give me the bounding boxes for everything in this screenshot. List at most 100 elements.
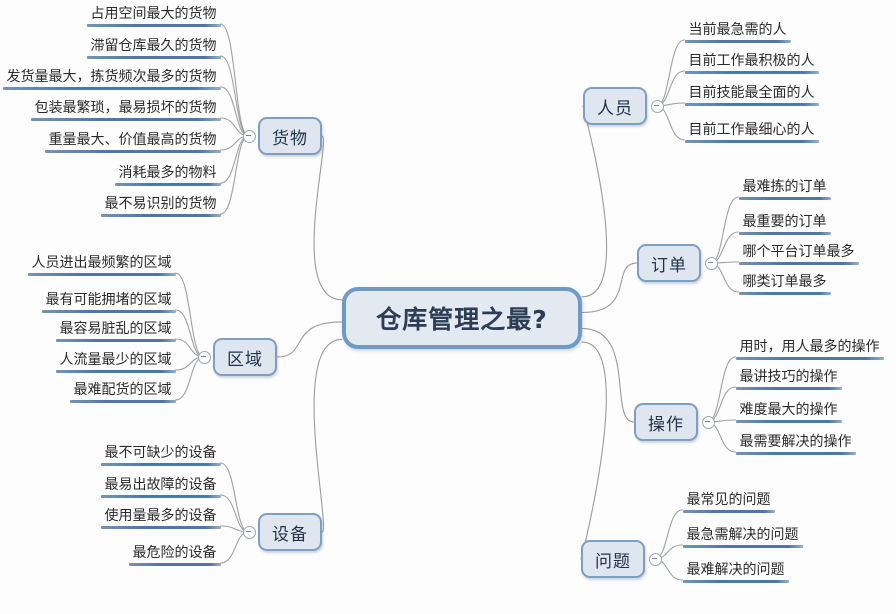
leaf-node[interactable]: 最讲技巧的操作 (735, 369, 842, 390)
leaf-node[interactable]: 最重要的订单 (738, 214, 831, 235)
leaf-underline (2, 87, 221, 90)
leaf-underline (682, 580, 789, 583)
central-topic-label: 仓库管理之最? (376, 305, 548, 334)
leaf-node[interactable]: 滞留仓库最久的货物 (86, 38, 221, 59)
leaf-node-label: 目前技能最全面的人 (688, 85, 815, 101)
branch-node-label: 操作 (648, 414, 684, 435)
leaf-underline (684, 71, 819, 74)
leaf-underline (69, 400, 176, 403)
leaf-underline (100, 214, 221, 217)
leaf-node-label: 最危险的设备 (132, 545, 217, 561)
leaf-underline (55, 370, 176, 373)
leaf-node-label: 最难配货的区域 (73, 382, 172, 398)
leaf-underline (100, 495, 221, 498)
leaf-underline (735, 452, 856, 455)
leaf-node[interactable]: 发货量最大，拣货频次最多的货物 (2, 69, 221, 90)
leaf-node[interactable]: 最不可缺少的设备 (100, 445, 221, 466)
leaf-underline (735, 357, 884, 360)
leaf-node-label: 使用量最多的设备 (104, 508, 217, 524)
collapse-minus-icon[interactable] (651, 100, 664, 113)
branch-node-equipment[interactable]: 设备 (258, 513, 322, 551)
leaf-node[interactable]: 难度最大的操作 (735, 402, 842, 423)
leaf-node-label: 最难解决的问题 (686, 562, 785, 578)
leaf-underline (738, 197, 831, 200)
leaf-node[interactable]: 最难拣的订单 (738, 179, 831, 200)
branch-node-label: 人员 (597, 98, 633, 119)
branch-node-operation[interactable]: 操作 (634, 403, 698, 441)
leaf-underline (114, 183, 221, 186)
collapse-minus-icon[interactable] (243, 130, 256, 143)
leaf-underline (684, 103, 819, 106)
leaf-node-label: 人员进出最频繁的区域 (31, 255, 172, 271)
leaf-node[interactable]: 最易出故障的设备 (100, 477, 221, 498)
leaf-node[interactable]: 最常见的问题 (682, 492, 775, 513)
leaf-underline (735, 387, 842, 390)
leaf-node[interactable]: 最危险的设备 (128, 545, 221, 566)
branch-node-label: 订单 (651, 255, 687, 276)
leaf-node[interactable]: 人流量最少的区域 (55, 352, 176, 373)
leaf-underline (684, 140, 819, 143)
leaf-node[interactable]: 最有可能拥堵的区域 (41, 292, 176, 313)
leaf-node-label: 最难拣的订单 (742, 179, 827, 195)
collapse-minus-icon[interactable] (649, 553, 662, 566)
branch-node-label: 问题 (595, 551, 631, 572)
leaf-underline (682, 510, 775, 513)
leaf-node[interactable]: 最难配货的区域 (69, 382, 176, 403)
leaf-underline (86, 56, 221, 59)
leaf-underline (738, 292, 831, 295)
branch-node-personnel[interactable]: 人员 (583, 87, 647, 125)
leaf-underline (27, 273, 176, 276)
leaf-node[interactable]: 最需要解决的操作 (735, 434, 856, 455)
leaf-node[interactable]: 用时，用人最多的操作 (735, 339, 884, 360)
leaf-underline (44, 150, 221, 153)
branch-node-order[interactable]: 订单 (637, 244, 701, 282)
leaf-underline (128, 563, 221, 566)
leaf-node-label: 当前最急需的人 (688, 22, 787, 38)
leaf-underline (41, 310, 176, 313)
leaf-node[interactable]: 目前技能最全面的人 (684, 85, 819, 106)
leaf-node[interactable]: 最容易脏乱的区域 (55, 321, 176, 342)
leaf-underline (735, 420, 842, 423)
collapse-minus-icon[interactable] (198, 351, 211, 364)
leaf-node-label: 最需要解决的操作 (739, 434, 852, 450)
leaf-node-label: 难度最大的操作 (739, 402, 838, 418)
leaf-node-label: 人流量最少的区域 (59, 352, 172, 368)
leaf-node-label: 滞留仓库最久的货物 (90, 38, 217, 54)
leaf-node[interactable]: 重量最大、价值最高的货物 (44, 132, 221, 153)
leaf-node[interactable]: 最不易识别的货物 (100, 196, 221, 217)
collapse-minus-icon[interactable] (243, 526, 256, 539)
leaf-node-label: 最常见的问题 (686, 492, 771, 508)
leaf-node-label: 重量最大、价值最高的货物 (48, 132, 217, 148)
branch-node-goods[interactable]: 货物 (258, 117, 322, 155)
collapse-minus-icon[interactable] (702, 416, 715, 429)
leaf-node-label: 包装最繁琐，最易损坏的货物 (34, 100, 217, 116)
leaf-node-label: 最重要的订单 (742, 214, 827, 230)
leaf-node-label: 发货量最大，拣货频次最多的货物 (6, 69, 217, 85)
leaf-node-label: 最容易脏乱的区域 (59, 321, 172, 337)
leaf-node[interactable]: 哪类订单最多 (738, 274, 831, 295)
leaf-node[interactable]: 人员进出最频繁的区域 (27, 255, 176, 276)
central-topic-node[interactable]: 仓库管理之最? (342, 287, 582, 349)
leaf-node-label: 最急需解决的问题 (686, 527, 799, 543)
leaf-node[interactable]: 当前最急需的人 (684, 22, 791, 43)
leaf-node[interactable]: 哪个平台订单最多 (738, 244, 859, 265)
leaf-underline (738, 262, 859, 265)
leaf-node[interactable]: 最急需解决的问题 (682, 527, 803, 548)
branch-node-problem[interactable]: 问题 (581, 540, 645, 578)
leaf-node-label: 哪个平台订单最多 (742, 244, 855, 260)
leaf-node[interactable]: 包装最繁琐，最易损坏的货物 (30, 100, 221, 121)
leaf-node[interactable]: 使用量最多的设备 (100, 508, 221, 529)
leaf-underline (100, 463, 221, 466)
leaf-node[interactable]: 目前工作最积极的人 (684, 53, 819, 74)
collapse-minus-icon[interactable] (705, 257, 718, 270)
leaf-node[interactable]: 消耗最多的物料 (114, 165, 221, 186)
leaf-node[interactable]: 最难解决的问题 (682, 562, 789, 583)
leaf-node-label: 消耗最多的物料 (118, 165, 217, 181)
branch-node-label: 货物 (272, 128, 308, 149)
leaf-node[interactable]: 目前工作最细心的人 (684, 122, 819, 143)
leaf-node[interactable]: 占用空间最大的货物 (86, 6, 221, 27)
leaf-node-label: 最讲技巧的操作 (739, 369, 838, 385)
leaf-underline (86, 24, 221, 27)
branch-node-area[interactable]: 区域 (213, 338, 277, 376)
